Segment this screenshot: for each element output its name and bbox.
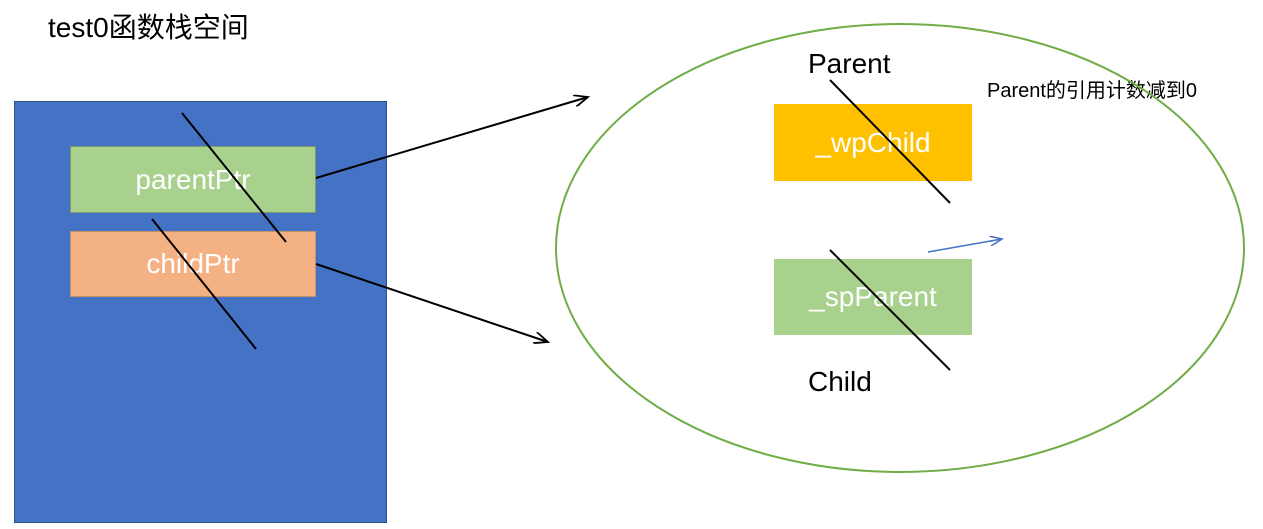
child-ptr-box: childPtr	[70, 231, 316, 297]
wp-child-label: _wpChild	[815, 126, 931, 158]
diagram-title: test0函数栈空间	[48, 12, 249, 43]
sp-parent-arrow	[927, 239, 1002, 253]
parent-object-label: Parent	[808, 48, 891, 79]
child-ptr-label: childPtr	[146, 248, 240, 279]
ref-count-note: Parent的引用计数减到0	[987, 80, 1198, 102]
parent-ptr-box: parentPtr	[70, 146, 316, 213]
sp-parent-label: _spParent	[809, 281, 937, 312]
parent-ptr-label: parentPtr	[135, 163, 251, 195]
sp-parent-box: _spParent	[774, 259, 972, 335]
child-object-label: Child	[808, 366, 872, 397]
wp-child-box: _wpChild	[774, 104, 972, 181]
